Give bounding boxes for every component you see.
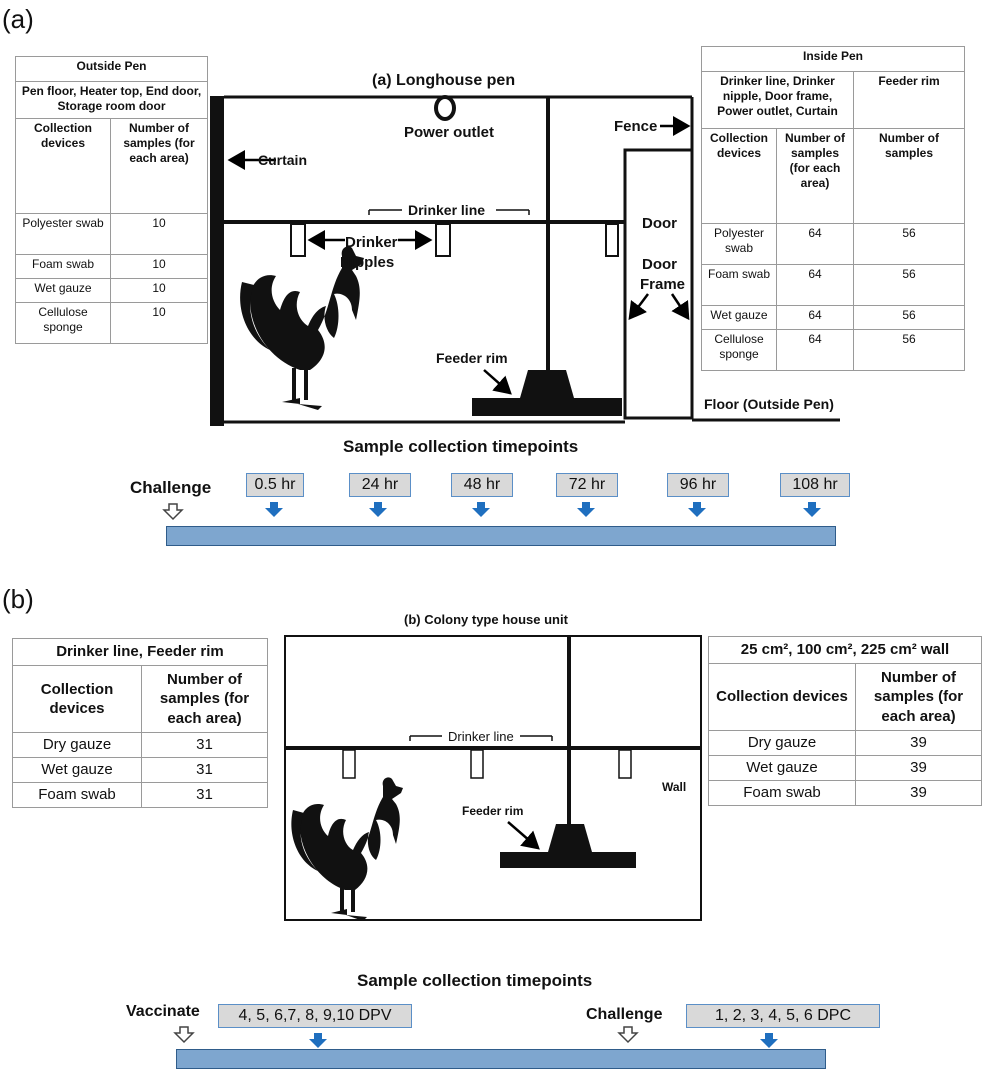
colony-feeder-rim-label: Feeder rim [462,804,524,818]
outside-col-samples: Number of samples (for each area) [110,118,208,214]
timeline-a-bar [166,526,836,546]
feeder-arrow [507,821,540,850]
door-frame-label-1: Door [642,256,677,273]
down-arrow-icon [309,1033,327,1048]
feeder [472,370,622,416]
colony-unit-frame [284,635,702,921]
down-arrow-icon [369,502,387,517]
down-arrow-icon [688,502,706,517]
door-frame-label-2: Frame [640,276,686,293]
panel-b-label: (b) [2,584,34,614]
timeline-a-title: Sample collection timepoints [343,437,579,456]
outside-pen-table: Outside Pen Pen floor, Heater top, End d… [15,56,208,344]
nipples-label: Nipples [340,254,395,271]
colony-right-col-devices: Collection devices [708,663,856,731]
power-outlet-icon [434,95,456,121]
drinker-nipples [290,223,619,257]
drinker-line-bracket [368,209,530,215]
timeline-b-title: Sample collection timepoints [357,971,593,990]
fence-label: Fence [614,118,658,135]
rooster-icon [240,246,364,410]
vaccinate-label: Vaccinate [126,1003,200,1020]
inside-col-samples-area: Number of samples (for each area) [776,128,854,224]
inside-table-title: Inside Pen [701,46,965,72]
drinker-label: Drinker [345,234,398,251]
timepoint-box: 24 hr [349,473,411,497]
timepoint-box: 0.5 hr [246,473,304,497]
pen-walls [210,95,840,426]
challenge-label-a: Challenge [130,478,212,497]
feeder-rim-label: Feeder rim [436,350,508,366]
panel-a-title: (a) Longhouse pen [372,72,516,89]
timepoint-box: 72 hr [556,473,618,497]
dpc-box: 1, 2, 3, 4, 5, 6 DPC [686,1004,880,1028]
colony-feeder [500,824,636,868]
colony-left-title: Drinker line, Feeder rim [12,638,268,666]
inside-col-samples: Number of samples [853,128,965,224]
colony-left-col-samples: Number of samples (for each area) [141,665,268,733]
colony-wall-label: Wall [662,780,687,794]
challenge-label-b: Challenge [586,1006,663,1023]
door-label: Door [642,215,677,232]
inside-table-area2: Feeder rim [853,71,965,129]
colony-bracket [409,735,553,741]
outside-col-devices: Collection devices [15,118,111,214]
vaccinate-arrow-icon [173,1026,195,1044]
power-outlet-label: Power outlet [404,124,495,141]
curtain-label: Curtain [258,152,307,168]
timepoint-box: 48 hr [451,473,513,497]
inside-pen-table: Inside Pen Drinker line, Drinker nipple,… [701,46,965,371]
colony-nipples [342,749,632,779]
colony-right-col-samples: Number of samples (for each area) [855,663,982,731]
colony-left-col-devices: Collection devices [12,665,142,733]
down-arrow-icon [472,502,490,517]
inside-col-devices: Collection devices [701,128,777,224]
colony-right-title: 25 cm², 100 cm², 225 cm² wall [708,636,982,664]
dpv-box: 4, 5, 6,7, 8, 9,10 DPV [218,1004,412,1028]
timeline-b-bar [176,1049,826,1069]
colony-right-table: 25 cm², 100 cm², 225 cm² wall Collection… [708,636,982,806]
down-arrow-icon [265,502,283,517]
panel-a-label: (a) [2,4,34,34]
floor-label: Floor (Outside Pen) [704,396,834,412]
down-arrow-icon [803,502,821,517]
colony-left-table: Drinker line, Feeder rim Collection devi… [12,638,268,808]
challenge-arrow-icon [162,503,184,521]
drinker-line-label: Drinker line [406,202,488,218]
challenge-arrow-icon [617,1026,639,1044]
colony-drinker-line-label: Drinker line [446,729,516,744]
rooster-icon [291,777,403,921]
door-rect [623,148,694,420]
down-arrow-icon [760,1033,778,1048]
pointer-arrows [227,116,691,395]
panel-b-title: (b) Colony type house unit [404,612,568,627]
timepoint-box: 96 hr [667,473,729,497]
outside-table-areas: Pen floor, Heater top, End door, Storage… [15,81,208,119]
timepoint-box: 108 hr [780,473,850,497]
down-arrow-icon [577,502,595,517]
